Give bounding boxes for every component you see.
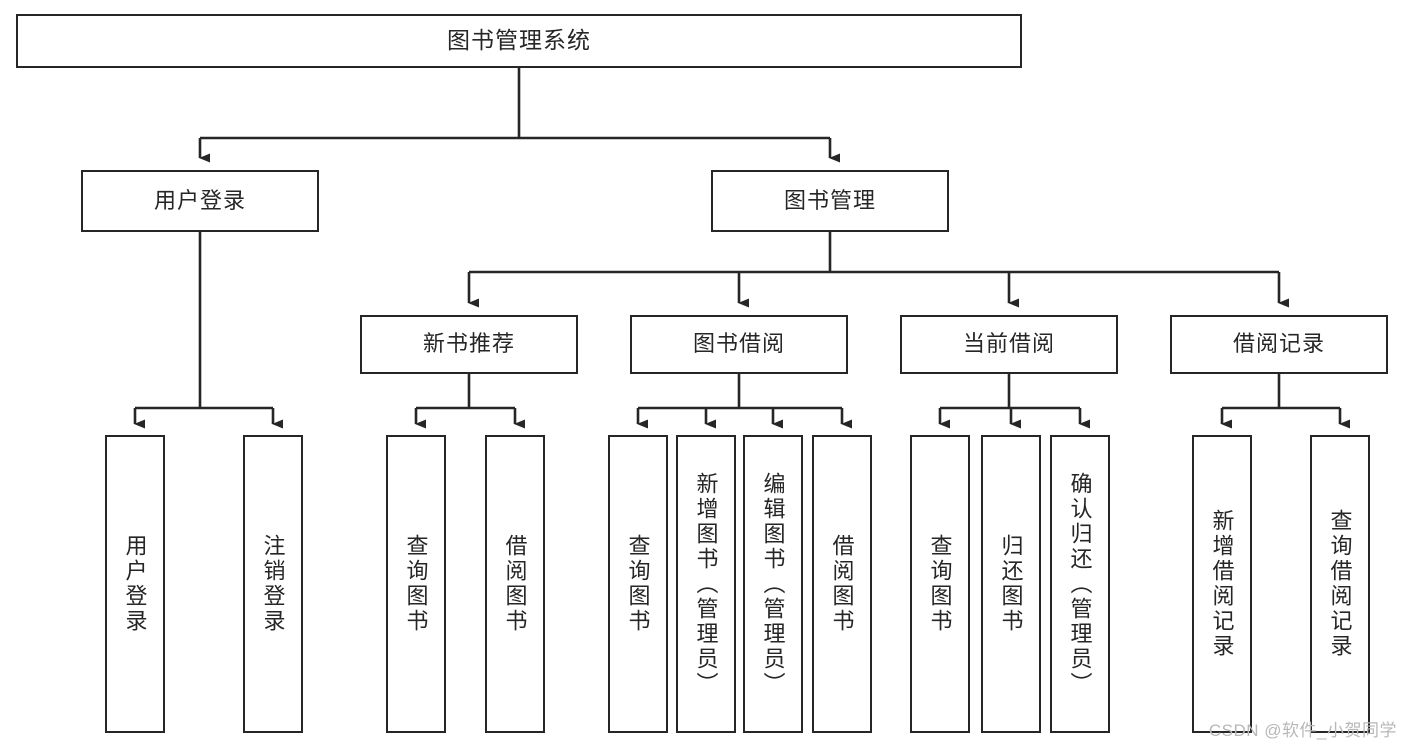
node-leaf-borrow-book-label: 借阅图书	[829, 534, 855, 634]
node-leaf-query-book-new-label: 查询图书	[403, 534, 429, 634]
node-leaf-add-book-admin-label: 新增图书（管理员）	[693, 471, 719, 697]
node-borrow-record-label: 借阅记录	[1232, 331, 1325, 357]
node-borrow-record[interactable]: 借阅记录	[1170, 315, 1388, 374]
node-leaf-user-login-label: 用户登录	[122, 534, 148, 634]
node-leaf-edit-book-admin[interactable]: 编辑图书（管理员）	[743, 435, 803, 733]
csdn-watermark: CSDN @软件_小贺同学	[1208, 721, 1397, 740]
node-new-book-recommend[interactable]: 新书推荐	[360, 315, 578, 374]
node-leaf-edit-book-admin-label: 编辑图书（管理员）	[760, 471, 786, 697]
node-leaf-borrow-book-new-label: 借阅图书	[502, 534, 528, 634]
node-leaf-add-borrow-record[interactable]: 新增借阅记录	[1192, 435, 1252, 733]
node-current-borrow[interactable]: 当前借阅	[900, 315, 1118, 374]
node-leaf-borrow-book-new[interactable]: 借阅图书	[485, 435, 545, 733]
node-root-label: 图书管理系统	[447, 27, 591, 54]
node-leaf-borrow-book[interactable]: 借阅图书	[812, 435, 872, 733]
node-book-borrow-label: 图书借阅	[692, 331, 785, 357]
node-leaf-user-login[interactable]: 用户登录	[105, 435, 165, 733]
node-leaf-query-borrow-record-label: 查询借阅记录	[1327, 509, 1353, 659]
node-leaf-query-book-borrow[interactable]: 查询图书	[608, 435, 668, 733]
node-book-manage-label: 图书管理	[783, 187, 876, 213]
node-root[interactable]: 图书管理系统	[16, 14, 1022, 68]
node-leaf-user-logout-label: 注销登录	[260, 534, 286, 634]
node-leaf-user-logout[interactable]: 注销登录	[243, 435, 303, 733]
node-leaf-add-book-admin[interactable]: 新增图书（管理员）	[676, 435, 736, 733]
node-new-book-recommend-label: 新书推荐	[422, 331, 515, 357]
node-leaf-confirm-return-admin[interactable]: 确认归还（管理员）	[1050, 435, 1110, 733]
node-book-borrow[interactable]: 图书借阅	[630, 315, 848, 374]
node-leaf-confirm-return-admin-label: 确认归还（管理员）	[1067, 471, 1093, 697]
node-user-login-label: 用户登录	[153, 187, 246, 213]
node-leaf-query-book-current[interactable]: 查询图书	[910, 435, 970, 733]
node-current-borrow-label: 当前借阅	[962, 331, 1055, 357]
node-leaf-query-book-new[interactable]: 查询图书	[386, 435, 446, 733]
node-leaf-return-book-label: 归还图书	[998, 534, 1024, 634]
node-leaf-query-book-current-label: 查询图书	[927, 534, 953, 634]
node-leaf-return-book[interactable]: 归还图书	[981, 435, 1041, 733]
node-user-login[interactable]: 用户登录	[81, 170, 319, 232]
node-leaf-add-borrow-record-label: 新增借阅记录	[1209, 509, 1235, 659]
node-book-manage[interactable]: 图书管理	[711, 170, 949, 232]
node-leaf-query-book-borrow-label: 查询图书	[625, 534, 651, 634]
node-leaf-query-borrow-record[interactable]: 查询借阅记录	[1310, 435, 1370, 733]
